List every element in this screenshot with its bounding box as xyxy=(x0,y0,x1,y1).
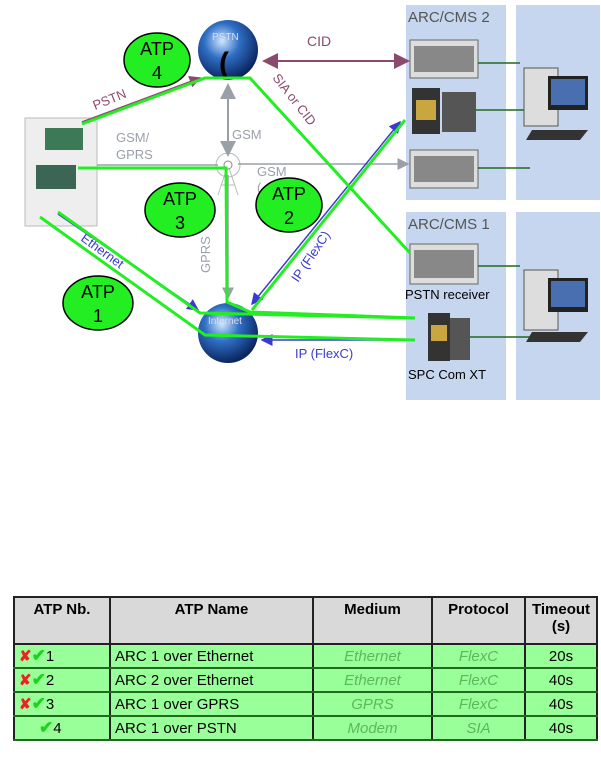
header-atp-nb: ATP Nb. xyxy=(13,596,111,645)
table-row: ✘✔1 ARC 1 over Ethernet Ethernet FlexC 2… xyxy=(13,643,598,669)
fail-icon: ✘ xyxy=(19,696,32,713)
gsm-up-label: GSM xyxy=(232,127,262,142)
control-panel-icon xyxy=(24,117,98,227)
atp-table: ATP Nb. ATP Name Medium Protocol Timeout… xyxy=(13,596,598,741)
svg-text:ATP: ATP xyxy=(163,189,197,209)
sia-or-cid-label: SIA or CID xyxy=(270,71,320,129)
atp-4-bubble: ATP 4 xyxy=(123,32,191,88)
pstn-globe-icon xyxy=(198,20,258,80)
check-icon: ✔ xyxy=(31,646,46,665)
atp4-path xyxy=(81,76,412,255)
arc-cms-2-label: ARC/CMS 2 xyxy=(408,9,490,26)
cid-label: CID xyxy=(307,33,331,49)
table-row: ✔4 ARC 1 over PSTN Modem SIA 40s xyxy=(13,715,598,741)
atp1-path-a xyxy=(57,210,416,320)
receiver-rack-icon xyxy=(409,149,479,189)
atp-2-bubble: ATP 2 xyxy=(255,177,323,233)
fail-icon: ✘ xyxy=(19,672,32,689)
svg-text:ATP: ATP xyxy=(81,282,115,302)
network-diagram: ARC/CMS 2 ARC/CMS 1 PSTN receiver SPC Co… xyxy=(24,5,600,400)
pstn-receiver-icon xyxy=(409,243,479,285)
ip-flexc-horiz-label: IP (FlexC) xyxy=(295,346,353,361)
internet-globe-label: Internet xyxy=(208,316,242,327)
svg-text:2: 2 xyxy=(284,208,294,228)
pstn-arrow xyxy=(81,76,202,123)
spc-com-xt-icon xyxy=(428,313,470,361)
computer-icon xyxy=(523,67,588,140)
pstn-globe-label: PSTN xyxy=(212,32,239,43)
header-atp-name: ATP Name xyxy=(109,596,314,645)
fail-icon: ✘ xyxy=(19,648,32,665)
check-icon: ✔ xyxy=(39,718,54,737)
internet-globe-icon xyxy=(198,303,258,363)
header-protocol: Protocol xyxy=(431,596,526,645)
atp2-path xyxy=(250,119,407,311)
pstn-receiver-label: PSTN receiver xyxy=(405,287,490,302)
gprs-label: GPRS xyxy=(198,236,213,273)
gsm-gprs-label-2: GPRS xyxy=(116,147,153,162)
check-icon: ✔ xyxy=(31,670,46,689)
phone-icon: ( xyxy=(219,47,229,80)
receiver-rack-icon xyxy=(409,39,479,79)
svg-text:ATP: ATP xyxy=(140,39,174,59)
table-row: ✘✔3 ARC 1 over GPRS GPRS FlexC 40s xyxy=(13,691,598,717)
header-timeout: Timeout(s) xyxy=(524,596,598,645)
header-medium: Medium xyxy=(312,596,433,645)
spc-com-xt-label: SPC Com XT xyxy=(408,367,486,382)
table-row: ✘✔2 ARC 2 over Ethernet Ethernet FlexC 4… xyxy=(13,667,598,693)
svg-text:ATP: ATP xyxy=(272,184,306,204)
table-header: ATP Nb. ATP Name Medium Protocol Timeout… xyxy=(13,596,598,645)
atp1-path-b xyxy=(39,215,416,342)
spc-com-receiver-icon xyxy=(412,88,476,134)
svg-text:3: 3 xyxy=(175,213,185,233)
gsm-right-label: GSM xyxy=(257,164,287,179)
check-icon: ✔ xyxy=(31,694,46,713)
gsm-gprs-label-1: GSM/ xyxy=(116,130,150,145)
ip-flexc-diag-arrow xyxy=(251,120,401,306)
atp-3-bubble: ATP 3 xyxy=(144,182,216,238)
computer-icon xyxy=(523,269,588,342)
svg-text:4: 4 xyxy=(152,63,162,83)
svg-text:1: 1 xyxy=(93,306,103,326)
arc-cms-1-area xyxy=(406,212,506,400)
receiver-pc-links xyxy=(470,62,530,338)
atp-1-bubble: ATP 1 xyxy=(62,275,134,331)
arc-cms-1-label: ARC/CMS 1 xyxy=(408,216,490,233)
